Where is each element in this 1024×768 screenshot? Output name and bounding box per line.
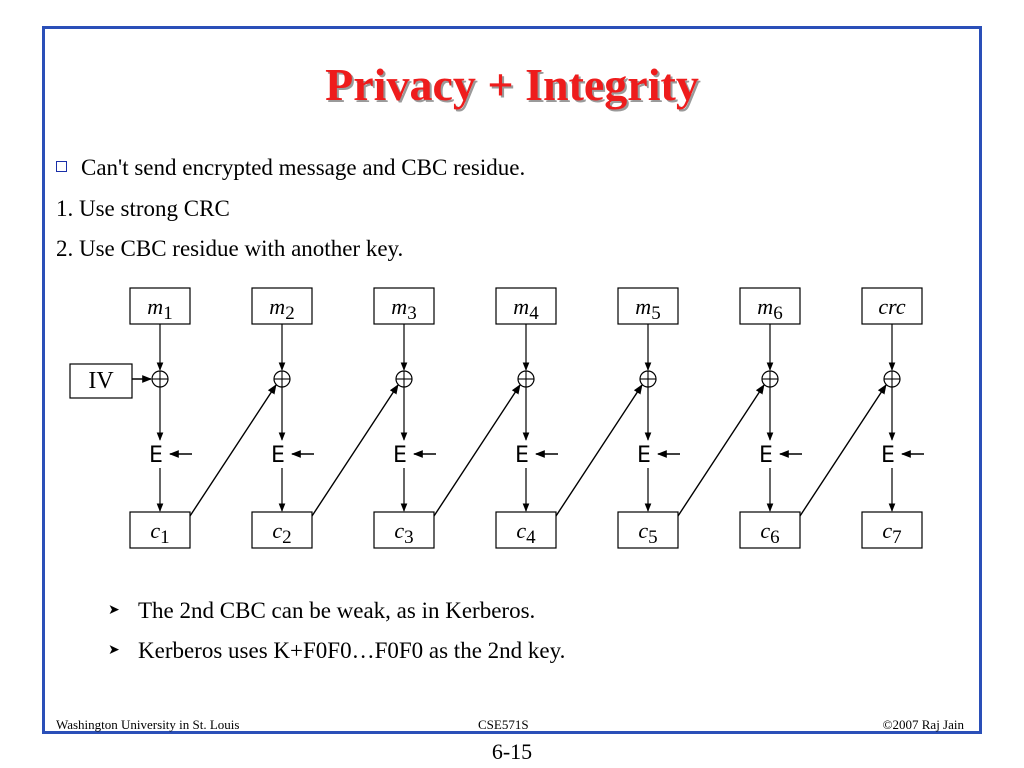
- output-block: [251, 511, 313, 549]
- arrow-bullet-icon: ➤: [108, 643, 120, 659]
- input-block: [373, 287, 435, 325]
- output-block: [739, 511, 801, 549]
- sub-bullet-text: Kerberos uses K+F0F0…F0F0 as the 2nd key…: [138, 638, 566, 663]
- output-block-label: c7: [882, 518, 901, 548]
- output-block-label: c6: [760, 518, 779, 548]
- output-block: [373, 511, 435, 549]
- input-block-label: m4: [513, 294, 539, 324]
- chain-arrow: [311, 384, 399, 517]
- input-block-label: m2: [269, 294, 294, 324]
- chain-arrow: [189, 384, 277, 517]
- output-block-label: c1: [150, 518, 169, 548]
- slide-title: Privacy + Integrity: [325, 59, 699, 110]
- output-block-label: c3: [394, 518, 413, 548]
- encrypt-label: E: [271, 443, 285, 468]
- iv-box: [69, 363, 133, 399]
- input-block: [251, 287, 313, 325]
- input-block-label: crc: [878, 294, 906, 319]
- encrypt-label: E: [759, 443, 773, 468]
- encrypt-label: E: [637, 443, 651, 468]
- numbered-line-1: 1. Use strong CRC: [56, 196, 230, 221]
- encrypt-label: E: [149, 443, 163, 468]
- input-block-label: m1: [147, 294, 172, 324]
- input-block: [739, 287, 801, 325]
- chain-arrow: [677, 384, 765, 517]
- footer-institution: Washington University in St. Louis: [56, 717, 240, 732]
- output-block-label: c4: [516, 518, 536, 548]
- input-block: [129, 287, 191, 325]
- sub-bullet-item: ➤ The 2nd CBC can be weak, as in Kerberos…: [108, 598, 565, 638]
- output-block: [129, 511, 191, 549]
- footer-copyright: ©2007 Raj Jain: [882, 717, 964, 732]
- output-block-label: c2: [272, 518, 291, 548]
- chain-arrow: [555, 384, 643, 517]
- input-block: [495, 287, 557, 325]
- bullet-text: Can't send encrypted message and CBC res…: [81, 155, 526, 180]
- output-block: [495, 511, 557, 549]
- input-block: [861, 287, 923, 325]
- page-number: 6-15: [491, 739, 533, 764]
- input-block-label: m6: [757, 294, 782, 324]
- encrypt-label: E: [881, 443, 895, 468]
- encrypt-label: E: [393, 443, 407, 468]
- numbered-line-2: 2. Use CBC residue with another key.: [56, 236, 404, 261]
- sub-bullet-text: The 2nd CBC can be weak, as in Kerberos.: [138, 598, 536, 623]
- arrow-bullet-icon: ➤: [108, 603, 120, 619]
- bullet-item: Can't send encrypted message and CBC res…: [56, 155, 525, 181]
- footer-course: CSE571S: [478, 717, 529, 732]
- chain-arrow: [799, 384, 887, 517]
- sub-bullet-item: ➤ Kerberos uses K+F0F0…F0F0 as the 2nd ke…: [108, 638, 565, 678]
- output-block-label: c5: [638, 518, 657, 548]
- encrypt-label: E: [515, 443, 529, 468]
- output-block: [617, 511, 679, 549]
- square-bullet-icon: [56, 161, 67, 173]
- iv-label: IV: [88, 368, 114, 394]
- input-block-label: m3: [391, 294, 416, 324]
- sub-bullet-list: ➤ The 2nd CBC can be weak, as in Kerberos…: [108, 598, 565, 678]
- output-block: [861, 511, 923, 549]
- input-block-label: m5: [635, 294, 660, 324]
- slide-frame: [42, 26, 982, 734]
- chain-arrow: [433, 384, 521, 517]
